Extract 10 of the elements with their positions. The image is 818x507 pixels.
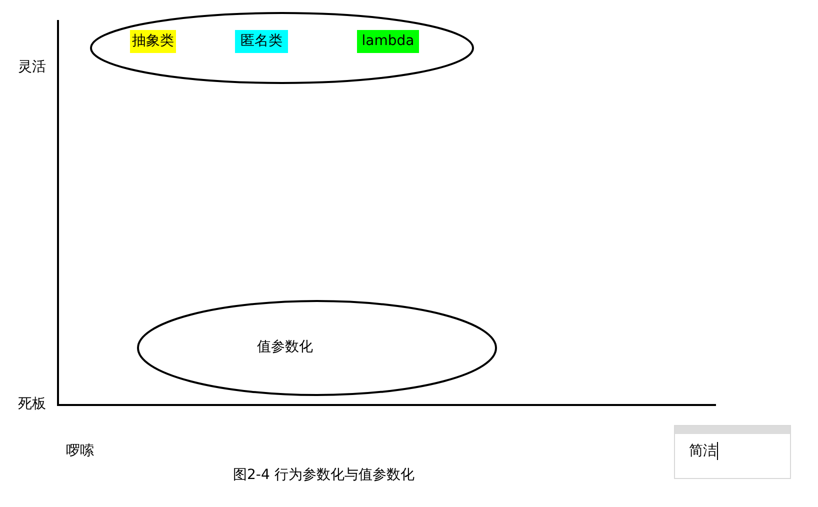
axis-label: 灵活 — [18, 58, 46, 76]
highlighted-label: lambda — [357, 30, 419, 53]
caption: 图2-4 行为参数化与值参数化 — [233, 466, 414, 484]
text-entry: 简洁 — [689, 442, 718, 460]
highlighted-label: 抽象类 — [130, 30, 176, 53]
axis-label: 死板 — [18, 395, 46, 413]
highlighted-label: 匿名类 — [235, 30, 288, 53]
ellipse-label: 值参数化 — [257, 338, 313, 356]
axis-label: 啰嗦 — [66, 442, 94, 460]
text-box — [674, 425, 791, 479]
